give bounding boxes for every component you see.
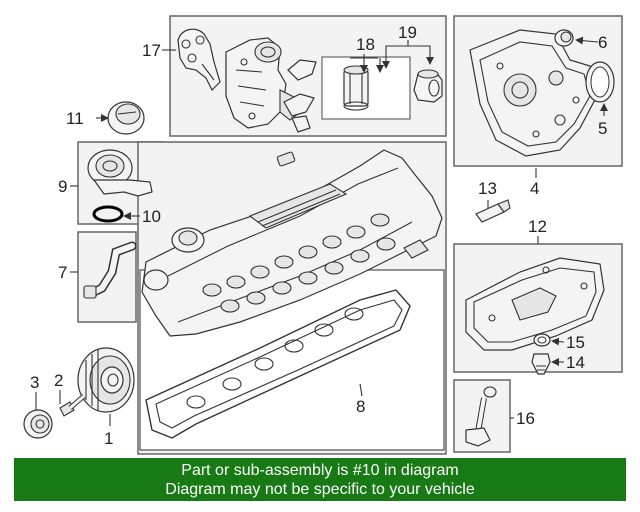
callout-13: 13 [478,179,497,198]
callout-16: 16 [516,409,535,428]
part-12-oil-pan [465,257,605,351]
part-4-timing-cover [469,29,599,157]
part-1-pulley [77,347,135,413]
callout-6: 6 [598,33,607,52]
callout-19: 19 [398,23,417,42]
callout-14: 14 [566,353,585,372]
part-11-oil-cap [107,101,145,135]
part-6-plug [554,29,574,47]
part-7-breather-hose [83,241,137,299]
callout-1: 1 [104,429,113,448]
part-16-dipstick [465,386,497,447]
callout-12: 12 [528,217,547,236]
part-10-o-ring [92,205,124,223]
part-19-filter-cap [413,69,443,103]
valve-cover-camshaft-ribs [202,213,429,313]
callout-4: 4 [530,179,539,198]
disclaimer-line-2: Diagram may not be specific to your vehi… [165,481,475,498]
part-18-oil-filter [343,65,369,111]
part-2-bolt [59,394,86,417]
part-17-small-seals [283,59,317,133]
part-9-filler-neck [87,149,153,197]
callout-5: 5 [598,119,607,138]
part-17-gaskets [177,28,221,92]
callout-17: 17 [142,41,161,60]
callout-7: 7 [58,263,67,282]
part-8-gasket [145,289,411,439]
leader-lines [35,36,608,426]
callout-11: 11 [66,109,84,128]
disclaimer-banner: Part or sub-assembly is #10 in diagram D… [14,458,626,501]
disclaimer-line-1: Part or sub-assembly is #10 in diagram [181,462,459,479]
callout-3: 3 [30,373,39,392]
part-15-seal-washer [533,333,551,347]
callout-8: 8 [356,397,365,416]
callout-9: 9 [58,177,67,196]
callout-15: 15 [566,333,585,352]
part-14-drain-plug [531,353,551,375]
part-5-seal-ring [585,61,615,103]
part-13-sealant-tube [475,199,511,223]
part-3-washer [23,409,53,439]
callout-10: 10 [142,207,161,226]
callout-2: 2 [54,371,63,390]
callout-18: 18 [356,35,375,54]
